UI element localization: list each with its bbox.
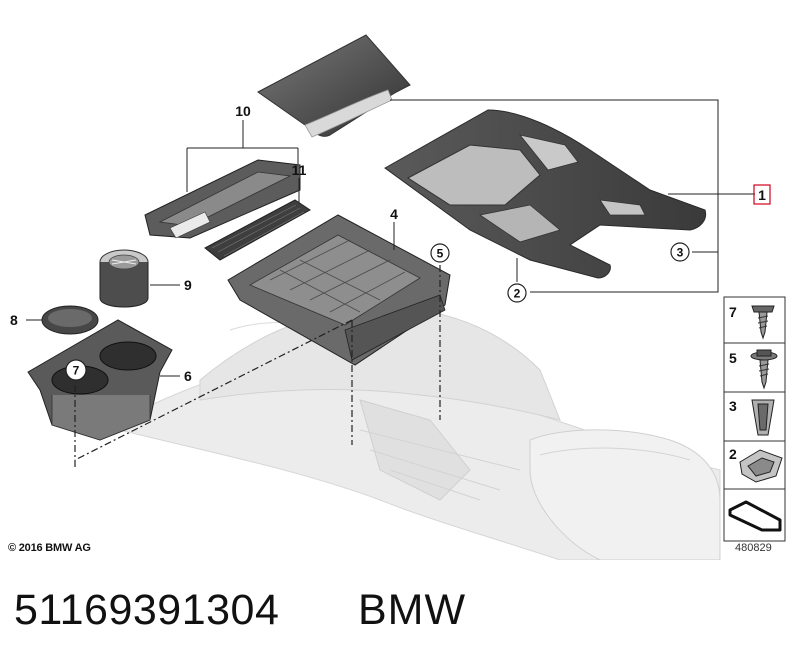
callout-8: 8 [10,312,18,328]
callout-labels: 1 2 3 4 5 6 7 8 9 10 11 [10,103,771,384]
legend-item-5: 5 [729,349,778,390]
callout-3: 3 [677,246,684,260]
svg-text:3: 3 [729,398,737,414]
screw-icon [751,305,775,340]
rubber-mat-part [204,199,311,261]
svg-text:2: 2 [729,446,737,462]
trim-frame-part [384,109,707,279]
round-cover-part [41,305,99,335]
carrier-frame-part [227,214,451,366]
spring-nut-icon [739,449,783,483]
mat-icon [728,500,782,532]
legend-item-mat [728,500,782,532]
callout-11: 11 [292,162,307,178]
leader-lines [26,99,755,470]
callout-10: 10 [235,103,251,119]
copyright-text: © 2016 BMW AG [8,542,91,554]
legend-item-2: 2 [729,446,783,483]
callout-6: 6 [184,368,192,384]
highlight-box [753,184,771,205]
brand-name: BMW [358,586,467,634]
diagram-number: 480829 [735,542,772,554]
svg-text:5: 5 [729,350,737,366]
callout-4: 4 [390,206,398,222]
cupholder-insert-part [99,249,149,308]
callout-7: 7 [73,364,80,378]
callout-9: 9 [184,277,192,293]
fastener-legend: 7 5 3 2 [723,296,786,542]
exploded-parts-diagram: 1 2 3 4 5 6 7 8 9 10 11 7 5 [10,34,786,560]
part-number: 51169391304 [14,586,280,634]
storage-tray-part [144,159,301,239]
clip-icon [751,399,775,436]
legend-item-7: 7 [729,304,775,340]
callout-1: 1 [758,187,766,203]
callout-5: 5 [437,247,444,261]
svg-text:7: 7 [729,304,737,320]
top-cover-part [257,34,411,138]
collar-screw-icon [750,349,778,390]
callout-2: 2 [514,287,521,301]
center-console-background [119,307,721,560]
cupholder-part [27,319,173,441]
legend-item-3: 3 [729,398,775,436]
